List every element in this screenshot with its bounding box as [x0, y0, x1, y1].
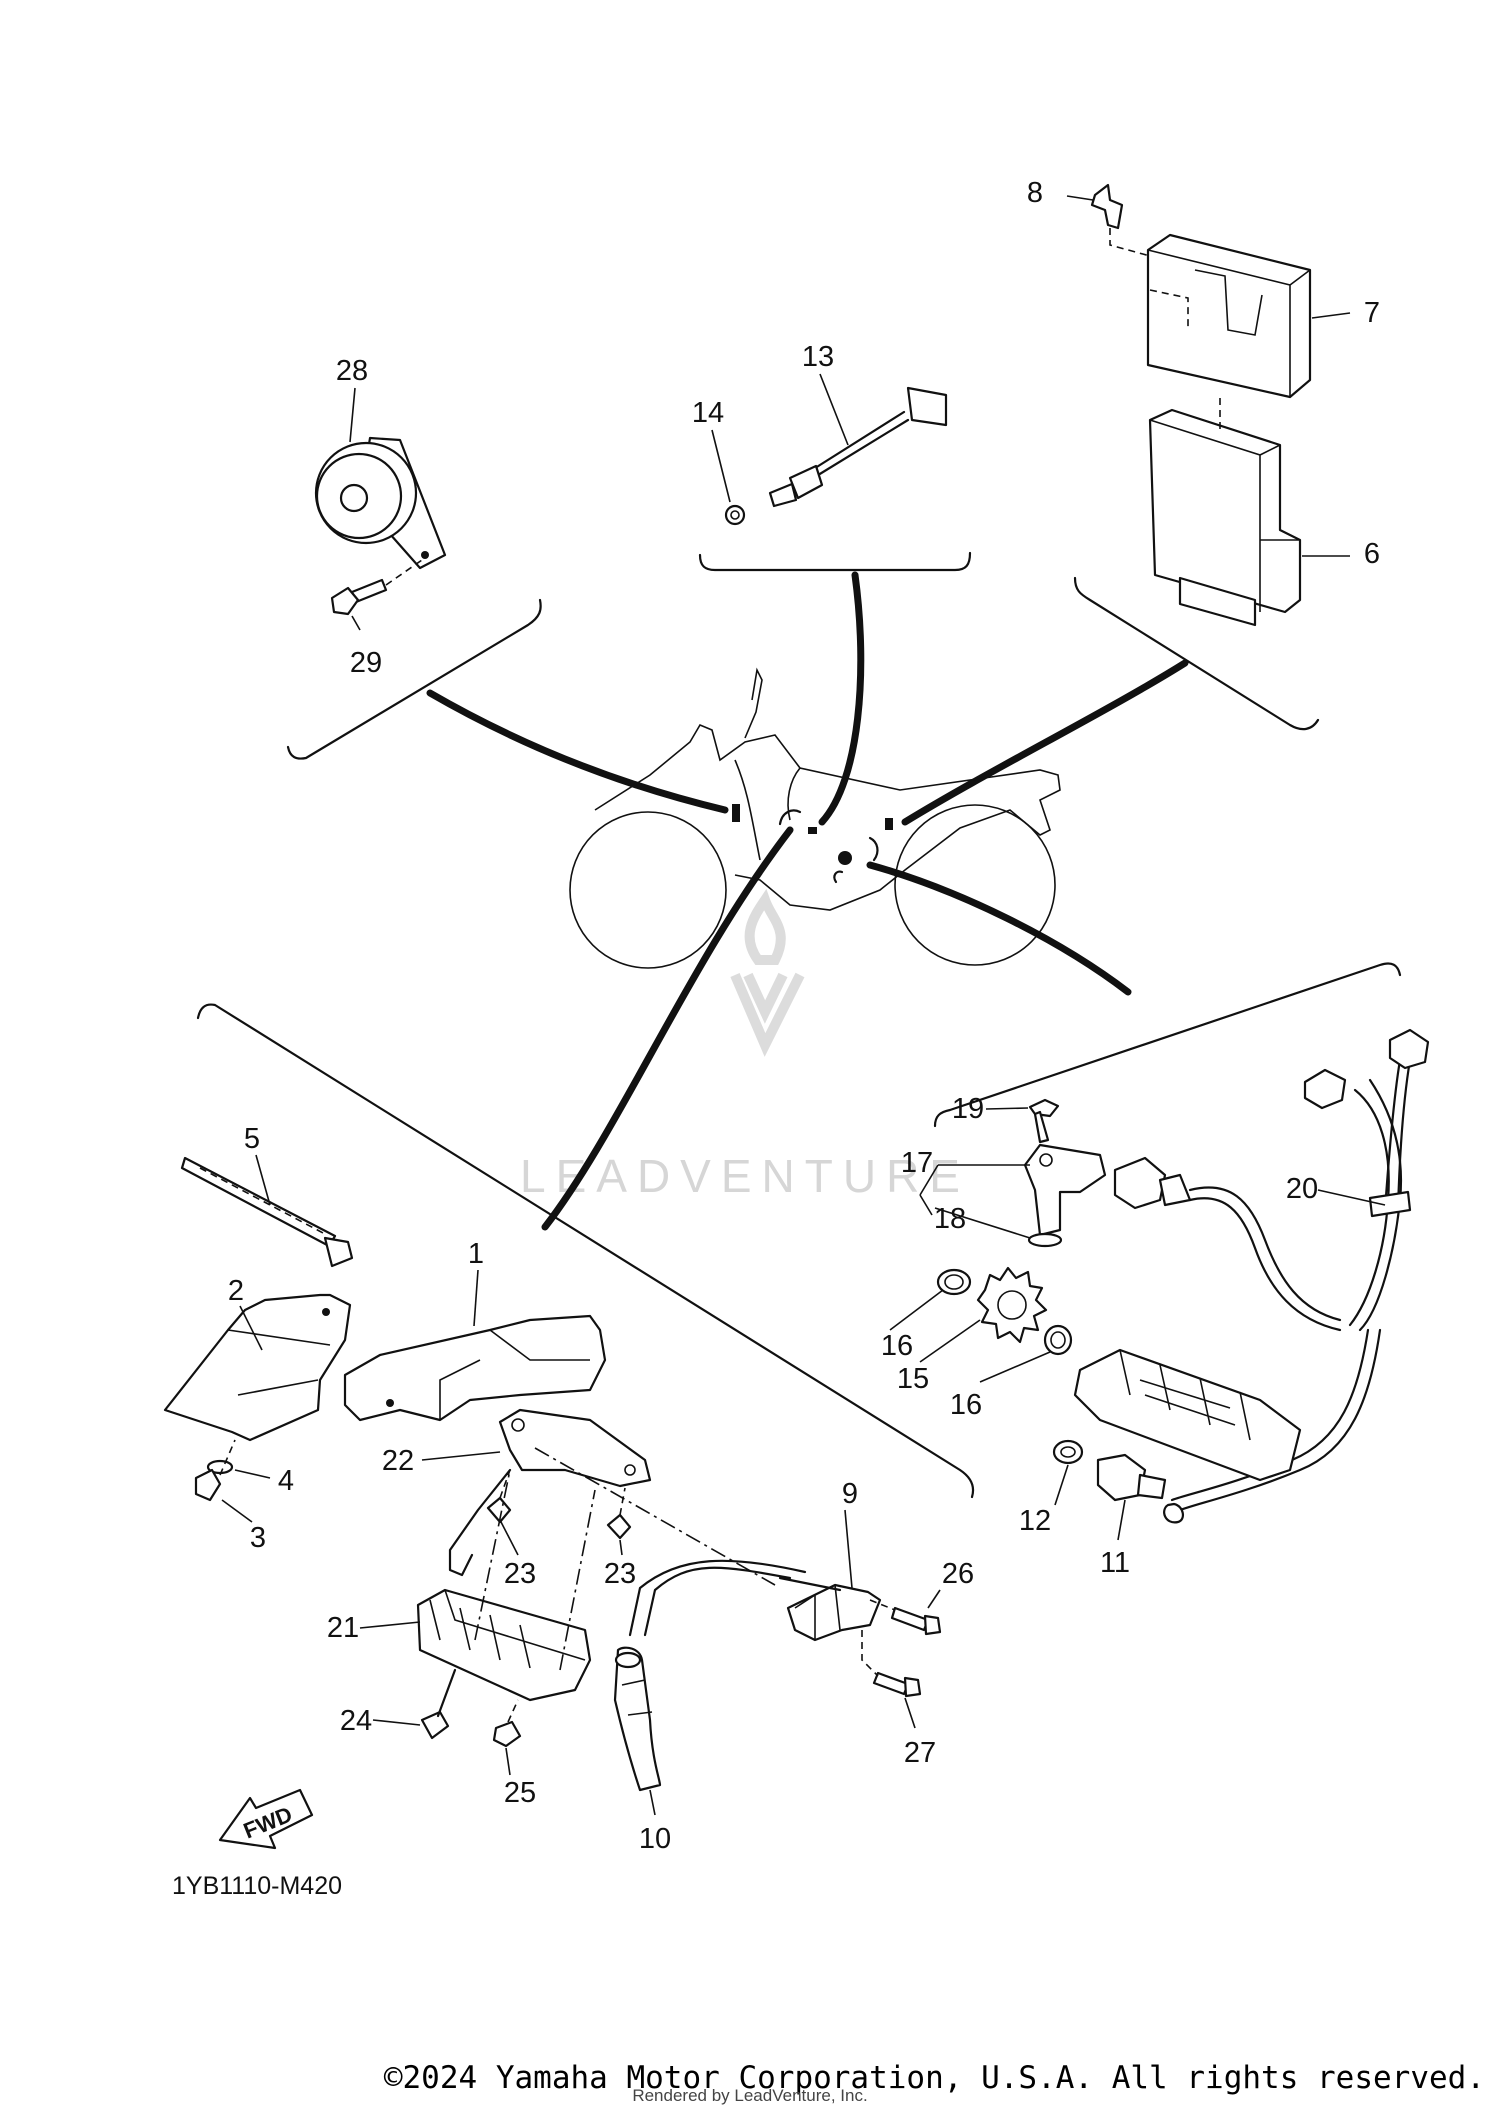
sensor-washer-part [724, 504, 746, 526]
callout-25: 25 [504, 1777, 536, 1809]
fwd-arrow-icon: FWD [218, 1788, 314, 1850]
callout-16-lower: 16 [950, 1389, 982, 1421]
callout-14: 14 [692, 397, 724, 429]
callout-15: 15 [897, 1363, 929, 1395]
bracket-bolt-right-part [606, 1487, 632, 1540]
motorcycle-outline [569, 667, 1061, 969]
callout-2: 2 [228, 1275, 244, 1307]
callout-4: 4 [278, 1465, 294, 1497]
ignition-cover-part [343, 1314, 607, 1422]
callout-24: 24 [340, 1705, 372, 1737]
rectifier-nut-part [492, 1699, 522, 1748]
horn-part [314, 436, 447, 570]
callout-23-right: 23 [604, 1558, 636, 1590]
callout-19: 19 [952, 1093, 984, 1125]
ignition-coil-part [534, 1447, 882, 1642]
watermark-logo [730, 888, 805, 1057]
callout-29: 29 [350, 647, 382, 679]
circlip-lower-part [1043, 1324, 1073, 1356]
switch-washer-part [1052, 1439, 1084, 1465]
bracket-clip-part [1090, 183, 1151, 257]
group-bracket-frames [196, 551, 1402, 1499]
callout-5: 5 [244, 1123, 260, 1155]
callout-20: 20 [1286, 1173, 1318, 1205]
callout-11: 11 [1100, 1547, 1130, 1579]
ecu-unit-part [1148, 398, 1302, 627]
bracket-bolt-left-part [486, 1469, 512, 1524]
callout-23-left: 23 [504, 1558, 536, 1590]
coil-bolt-lower-part [861, 1630, 922, 1698]
coil-bolt-upper-part [869, 1599, 942, 1636]
rendered-by-credit: Rendered by LeadVenture, Inc. [632, 2086, 868, 2105]
rectifier-regulator-part [416, 1469, 596, 1702]
callout-16-upper: 16 [881, 1330, 913, 1362]
neutral-switch-part [1096, 1453, 1167, 1502]
callout-17: 17 [901, 1147, 933, 1179]
guard-cover-part [163, 1293, 352, 1442]
group-lead-lines [426, 571, 1189, 1231]
callout-26: 26 [942, 1558, 974, 1590]
ecu-cover-part [1146, 233, 1312, 399]
callout-28: 28 [336, 355, 368, 387]
cable-tie-part [180, 1156, 354, 1268]
sensor-o-ring-part [1027, 1232, 1063, 1248]
callout-1: 1 [468, 1238, 484, 1270]
callout-21: 21 [327, 1612, 359, 1644]
sensor-rotor-part [976, 1266, 1048, 1344]
sensor-bolt-part [1028, 1098, 1060, 1144]
sensor-lead-wire-part [1113, 1028, 1430, 1524]
diagram-code: 1YB1110-M420 [172, 1872, 342, 1900]
callout-18: 18 [934, 1203, 966, 1235]
callout-7: 7 [1364, 297, 1380, 329]
rectifier-bolt-part [420, 1668, 457, 1740]
callout-27: 27 [904, 1737, 936, 1769]
temperature-sensor-part [768, 386, 948, 508]
callout-8: 8 [1027, 177, 1043, 209]
callout-3: 3 [250, 1522, 266, 1554]
drive-shaft-part [1073, 1348, 1302, 1482]
speed-sensor-part [1023, 1143, 1107, 1237]
callout-22: 22 [382, 1445, 414, 1477]
callout-6: 6 [1364, 538, 1380, 570]
callout-9: 9 [842, 1478, 858, 1510]
copyright-notice: ©2024 Yamaha Motor Corporation, U.S.A. A… [383, 2060, 1485, 2096]
circlip-upper-part [936, 1268, 972, 1296]
mounting-bracket-part [448, 1408, 652, 1577]
callout-12: 12 [1019, 1505, 1051, 1537]
horn-bolt-part [330, 559, 423, 616]
callout-10: 10 [639, 1823, 671, 1855]
guard-bolt-part [194, 1439, 236, 1502]
callout-labels: 28 29 13 14 8 7 6 5 2 1 22 4 3 23 23 21 … [228, 177, 1380, 1855]
spark-plug-cap-part [613, 1646, 662, 1792]
callout-13: 13 [802, 341, 834, 373]
